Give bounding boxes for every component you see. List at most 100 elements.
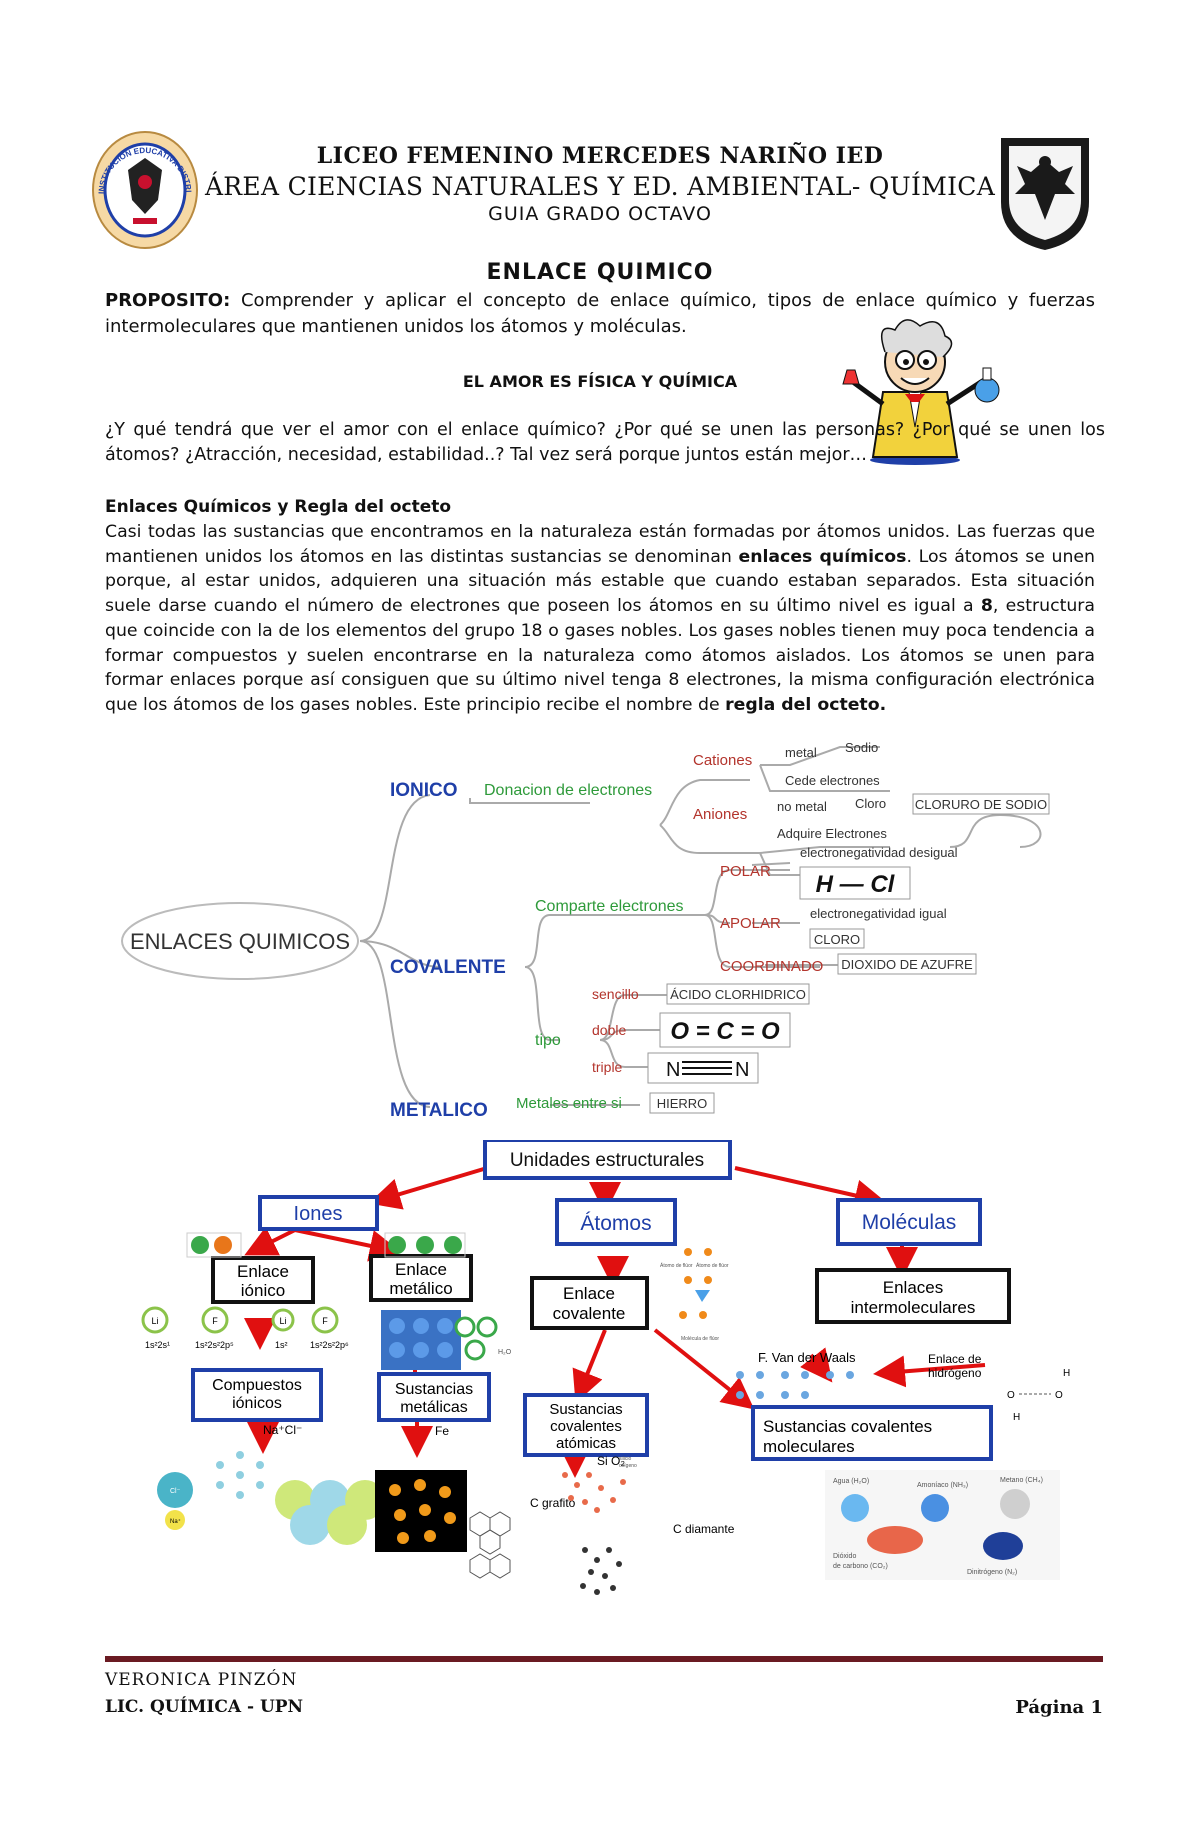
cm-fe: Fe bbox=[435, 1424, 449, 1438]
mm-hierro: HIERRO bbox=[657, 1096, 708, 1111]
mm-metal: metal bbox=[785, 745, 817, 760]
f-conf: 1s²2s²2p⁵ bbox=[195, 1340, 234, 1350]
mm-cloro: Cloro bbox=[855, 796, 886, 811]
h-bond-o-label: O bbox=[1007, 1390, 1015, 1401]
mm-ionico: IONICO bbox=[390, 780, 458, 801]
guide-name: GUIA GRADO OCTAVO bbox=[488, 203, 712, 225]
cm-unidades: Unidades estructurales bbox=[510, 1150, 704, 1171]
cm-sust-moleculares-1: Sustancias covalentes bbox=[763, 1417, 932, 1436]
mm-egn-desigual: electronegatividad desigual bbox=[800, 845, 958, 860]
mm-coordinado: COORDINADO bbox=[720, 958, 823, 975]
mm-acido: ÁCIDO CLORHIDRICO bbox=[670, 987, 806, 1002]
cm-sust-metalicas-1: Sustancias bbox=[395, 1381, 473, 1398]
mm-hcl: H — Cl bbox=[816, 871, 896, 898]
cm-sust-metalicas-2: metálicas bbox=[400, 1399, 468, 1416]
section-heading: Enlaces Químicos y Regla del octeto bbox=[105, 497, 452, 517]
mm-n-right: N bbox=[735, 1059, 749, 1081]
cm-sust-atomicas-2: covalentes bbox=[550, 1418, 622, 1435]
cm-enlaces-inter-2: intermoleculares bbox=[851, 1298, 976, 1317]
na-ion-label: Na⁺ bbox=[170, 1518, 181, 1525]
mol-dinitrogeno-label: Dinitrógeno (N₂) bbox=[967, 1569, 1017, 1576]
h-bond-o2-label: O bbox=[1055, 1390, 1063, 1401]
h2o-diagram: H₂O bbox=[454, 1316, 512, 1361]
bold-regla: regla del octeto. bbox=[725, 694, 887, 715]
mm-root: ENLACES QUIMICOS bbox=[130, 929, 350, 954]
mm-aniones: Aniones bbox=[693, 806, 747, 823]
area-name: ÁREA CIENCIAS NATURALES Y ED. AMBIENTAL-… bbox=[204, 172, 996, 201]
cm-enlace-hidrogeno-2: hidrógeno bbox=[928, 1366, 982, 1380]
metal-lattice bbox=[381, 1310, 461, 1370]
li-ion-label: Li bbox=[279, 1316, 286, 1326]
cm-atomos: Átomos bbox=[580, 1212, 651, 1235]
mm-cationes: Cationes bbox=[693, 752, 752, 769]
van-der-waals-icons bbox=[736, 1371, 854, 1399]
octet-text-3: , estructura que coincide con la de los … bbox=[105, 596, 1095, 715]
cm-sust-moleculares-2: moleculares bbox=[763, 1437, 855, 1456]
sio2-structure: silicio oxígeno bbox=[562, 1456, 637, 1513]
mol-agua-label: Agua (H₂O) bbox=[833, 1478, 869, 1485]
bold-eight: 8 bbox=[980, 596, 993, 617]
mm-covalente: COVALENTE bbox=[390, 957, 506, 978]
cm-compuestos-1: Compuestos bbox=[212, 1377, 302, 1394]
mm-cede: Cede electrones bbox=[785, 773, 880, 788]
cm-enlace-covalente-1: Enlace bbox=[563, 1284, 615, 1303]
molecule-models: Agua (H₂O) Amoníaco (NH₃) Metano (CH₄) D… bbox=[833, 1477, 1043, 1576]
cm-nacl: Na⁺Cl⁻ bbox=[263, 1423, 302, 1437]
cm-compuestos-2: iónicos bbox=[232, 1395, 282, 1412]
mm-tipo: tipo bbox=[535, 1032, 561, 1049]
cm-enlace-covalente-2: covalente bbox=[553, 1304, 626, 1323]
graphite-structure bbox=[469, 1511, 511, 1579]
purpose-label: PROPOSITO: bbox=[105, 290, 231, 311]
mm-no-metal: no metal bbox=[777, 799, 827, 814]
octet-paragraph: Casi todas las sustancias que encontramo… bbox=[105, 520, 1095, 718]
mm-sencillo: sencillo bbox=[592, 986, 639, 1002]
mm-metalico: METALICO bbox=[390, 1100, 488, 1121]
intro-paragraph: ¿Y qué tendrá que ver el amor con el enl… bbox=[105, 420, 1105, 465]
diamond-structure bbox=[580, 1547, 622, 1595]
mm-egn-igual: electronegatividad igual bbox=[810, 906, 947, 921]
molecules-panel bbox=[825, 1470, 1060, 1580]
atomo-fluor-label-1: Átomo de flúor bbox=[660, 1262, 693, 1269]
silicio-label: silicio bbox=[619, 1456, 631, 1462]
mol-amoniaco-label: Amoníaco (NH₃) bbox=[917, 1482, 968, 1489]
cl-ion-label: Cl⁻ bbox=[170, 1488, 181, 1495]
cm-enlace-hidrogeno-1: Enlace de bbox=[928, 1352, 982, 1366]
mm-doble: doble bbox=[592, 1022, 626, 1038]
mm-comparte: Comparte electrones bbox=[535, 898, 684, 915]
octet-text-1: Casi todas las sustancias que encontramo… bbox=[105, 522, 1095, 567]
cm-enlace-ionico-2: iónico bbox=[241, 1281, 285, 1300]
cm-sust-atomicas-1: Sustancias bbox=[549, 1401, 622, 1418]
coat-of-arms bbox=[1001, 138, 1089, 250]
molecula-fluor-label: Molécula de flúor bbox=[681, 1336, 719, 1342]
purpose-paragraph: PROPOSITO: Comprender y aplicar el conce… bbox=[105, 288, 1095, 340]
footer-role: LIC. QUÍMICA - UPN bbox=[105, 1697, 304, 1717]
footer-author: VERONICA PINZÓN bbox=[105, 1670, 298, 1690]
oxigeno-label: oxígeno bbox=[619, 1463, 637, 1469]
school-logo: INSTITUCION EDUCATIVA DISTRITAL bbox=[90, 122, 198, 249]
footer-page: Página 1 bbox=[1015, 1697, 1103, 1718]
mind-map: ENLACES QUIMICOS IONICO Donacion de elec… bbox=[121, 740, 1050, 1121]
mm-apolar: APOLAR bbox=[720, 915, 781, 932]
li-conf: 1s²2s¹ bbox=[145, 1340, 170, 1350]
nacl-lattice: Cl⁻ Na⁺ bbox=[157, 1451, 385, 1545]
cm-sio2: Si O₂ bbox=[597, 1454, 625, 1468]
li-label: Li bbox=[151, 1316, 158, 1326]
mm-sodio: Sodio bbox=[845, 740, 878, 755]
atomo-fluor-label-2: Átomo de flúor bbox=[696, 1262, 729, 1269]
f-ion-conf: 1s²2s²2p⁶ bbox=[310, 1340, 349, 1350]
h-bond-h-label: H bbox=[1013, 1412, 1020, 1423]
footer-divider bbox=[105, 1656, 1103, 1662]
mm-cloruro: CLORURO DE SODIO bbox=[915, 797, 1047, 812]
cm-moleculas: Moléculas bbox=[862, 1211, 957, 1234]
page-title: ENLACE QUIMICO bbox=[486, 260, 714, 285]
school-name: LICEO FEMENINO MERCEDES NARIÑO IED bbox=[316, 143, 884, 169]
mm-n-left: N bbox=[666, 1059, 680, 1081]
mm-cloro2: CLORO bbox=[814, 932, 860, 947]
hydrogen-bond-diagram: O O H H bbox=[1007, 1368, 1070, 1423]
f-ion-label: F bbox=[322, 1316, 328, 1326]
mm-adquiere: Adquire Electrones bbox=[777, 826, 887, 841]
fe-atoms bbox=[389, 1479, 456, 1544]
mm-dioxido: DIOXIDO DE AZUFRE bbox=[841, 957, 973, 972]
cm-grafito: C grafito bbox=[530, 1496, 576, 1510]
f-label: F bbox=[212, 1316, 218, 1326]
